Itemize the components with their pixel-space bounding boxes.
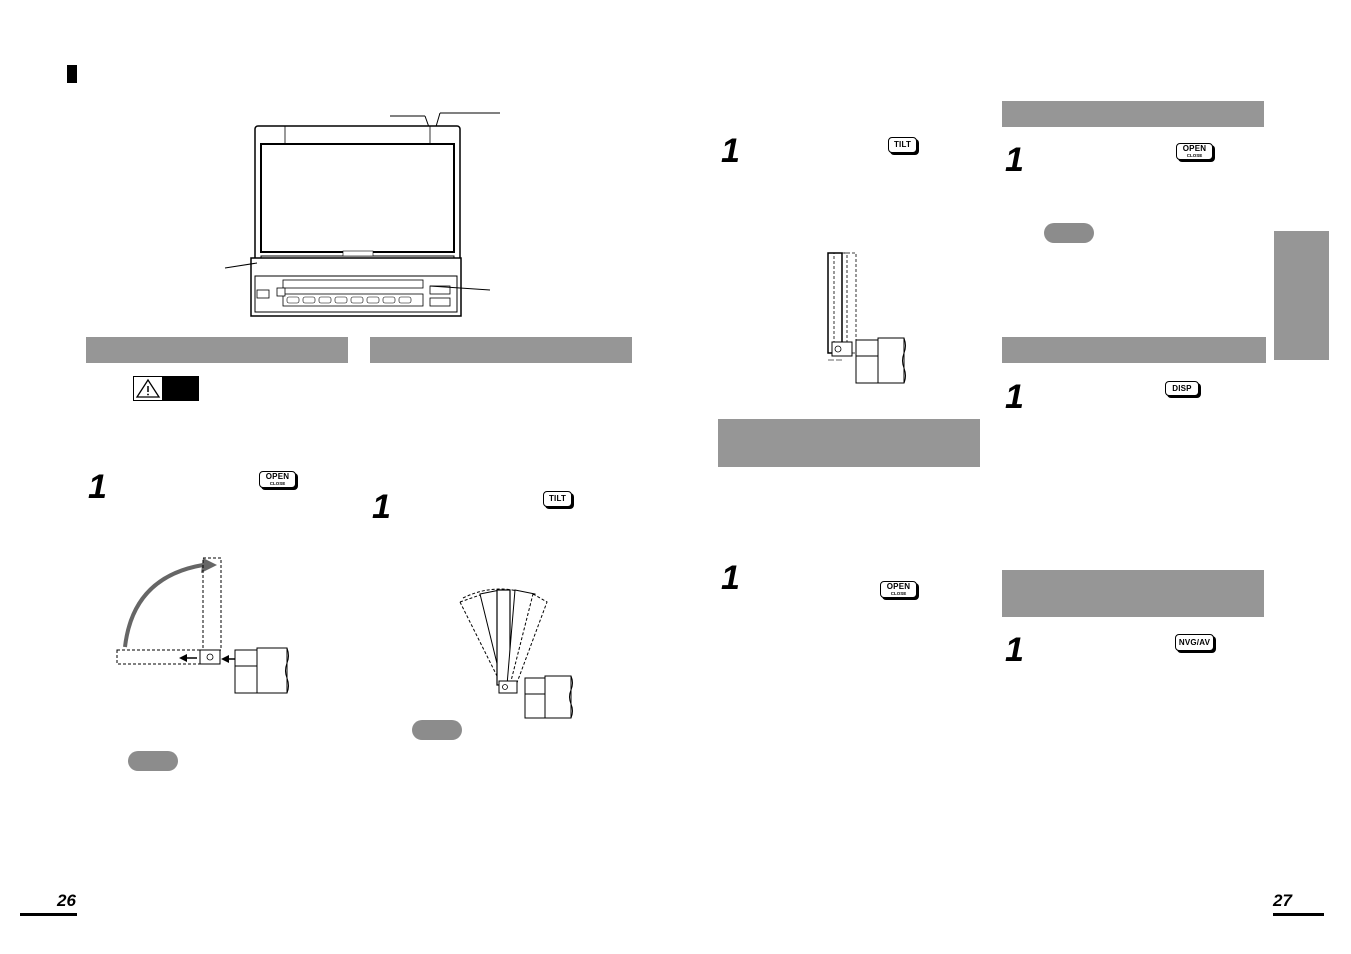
note-badge bbox=[412, 720, 462, 740]
page-rule-right bbox=[1273, 913, 1324, 916]
monitor-tilt-illustration bbox=[459, 588, 573, 719]
side-tab bbox=[1274, 231, 1329, 360]
open-close-button-label: OPEN bbox=[265, 471, 290, 481]
page-number-right: 27 bbox=[1273, 891, 1292, 910]
section-marker bbox=[67, 65, 77, 83]
disp-button-label: DISP bbox=[1172, 383, 1192, 393]
section-bar-tilt bbox=[370, 337, 632, 363]
step-number: 1 bbox=[88, 468, 107, 506]
tilt-button-label: TILT bbox=[548, 494, 567, 503]
step-number: 1 bbox=[721, 132, 740, 170]
step-number: 1 bbox=[1005, 141, 1024, 179]
section-bar-open-close-right bbox=[1002, 101, 1264, 127]
caution-label bbox=[133, 376, 199, 401]
nvg-av-button[interactable]: NVG/AV bbox=[1175, 634, 1214, 651]
monitor-open-illustration bbox=[116, 557, 289, 694]
nvg-av-button-label: NVG/AV bbox=[1178, 637, 1211, 647]
section-bar-open-close bbox=[86, 337, 348, 363]
disp-button[interactable]: DISP bbox=[1165, 381, 1199, 396]
step-number: 1 bbox=[721, 559, 740, 597]
open-close-button-sublabel: CLOSE bbox=[269, 480, 286, 486]
open-close-button-sublabel: CLOSE bbox=[1186, 152, 1203, 158]
monitor-upright-illustration bbox=[827, 252, 906, 384]
page-number-left: 26 bbox=[57, 891, 76, 910]
open-close-button-sublabel: CLOSE bbox=[890, 590, 907, 596]
step-number: 1 bbox=[372, 488, 391, 526]
section-bar-tall bbox=[718, 419, 980, 467]
unit-front-illustration bbox=[224, 112, 500, 317]
open-close-button[interactable]: OPEN CLOSE bbox=[1176, 143, 1213, 160]
step-number: 1 bbox=[1005, 378, 1024, 416]
step-number: 1 bbox=[1005, 631, 1024, 669]
open-close-button[interactable]: OPEN CLOSE bbox=[259, 471, 296, 488]
tilt-button[interactable]: TILT bbox=[543, 491, 572, 507]
open-close-button[interactable]: OPEN CLOSE bbox=[880, 581, 917, 598]
tilt-button-label: TILT bbox=[893, 140, 912, 149]
section-bar-nvg-av bbox=[1002, 570, 1264, 617]
page-rule-left bbox=[20, 913, 77, 916]
warning-icon bbox=[134, 377, 162, 400]
section-bar-disp bbox=[1002, 337, 1266, 363]
open-close-button-label: OPEN bbox=[1182, 143, 1207, 153]
tilt-button[interactable]: TILT bbox=[888, 137, 917, 153]
open-close-button-label: OPEN bbox=[886, 581, 911, 591]
note-badge bbox=[128, 751, 178, 771]
note-badge bbox=[1044, 223, 1094, 243]
